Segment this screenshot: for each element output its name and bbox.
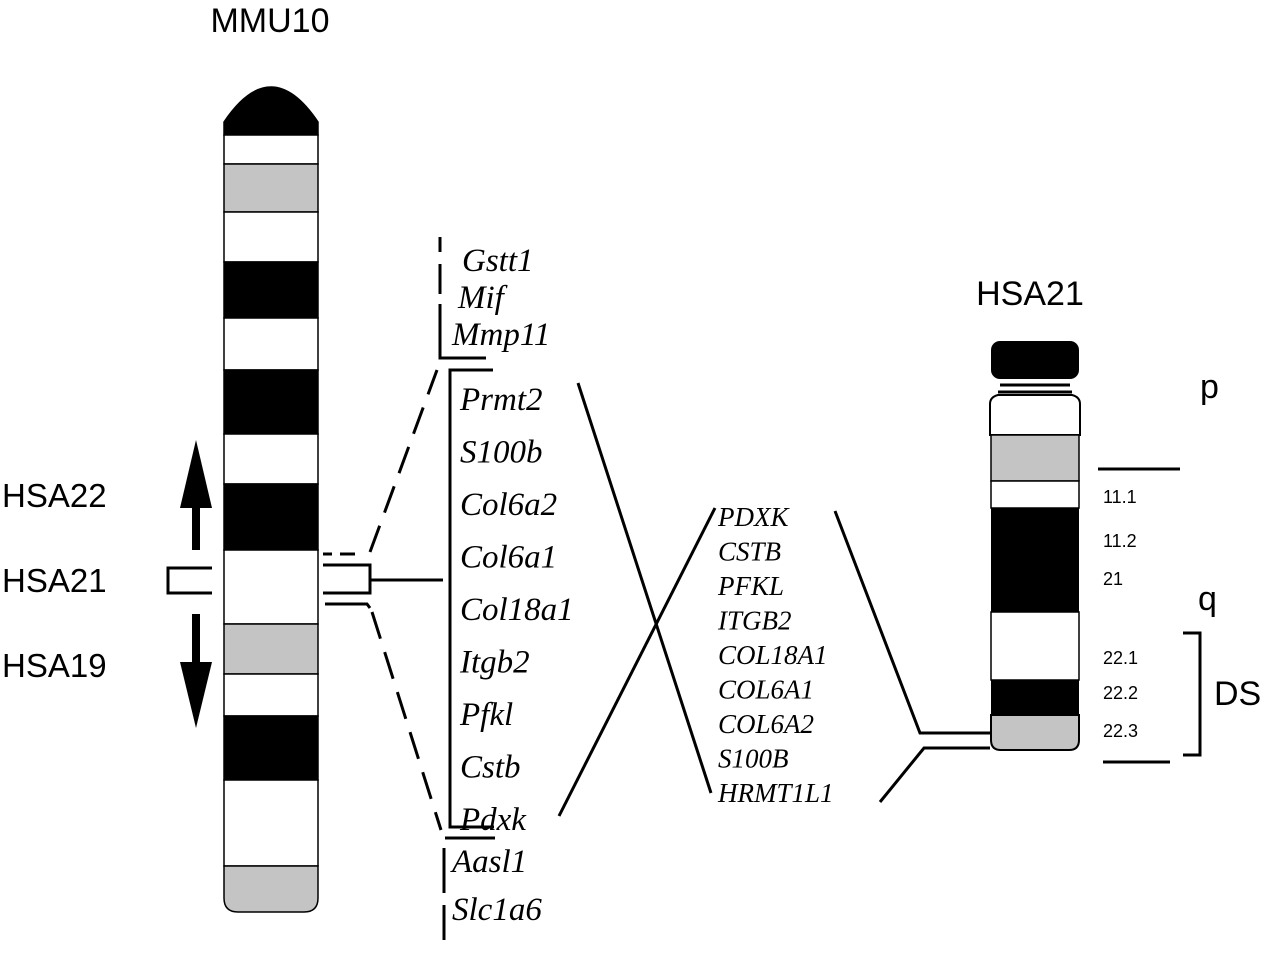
expansion-line-bottom <box>370 611 443 831</box>
band-label: 11.2 <box>1103 531 1137 551</box>
mouse-gene-region: Itgb2 <box>459 645 530 681</box>
mmu10-chromosome <box>223 86 319 913</box>
band-label: 22.2 <box>1103 683 1138 703</box>
mmu10-band <box>223 369 319 435</box>
mouse-gene-upper-flank: Mif <box>457 280 508 316</box>
mouse-gene-upper-flank: Gstt1 <box>462 243 534 279</box>
hsa21-left-bracket <box>166 566 212 595</box>
hsa21-title: HSA21 <box>976 275 1084 313</box>
connector-pdxk <box>833 510 990 735</box>
hsa21-chromosome <box>989 341 1081 751</box>
mmu10-band <box>223 261 319 319</box>
arrow-down-icon <box>180 614 212 728</box>
region-bracket <box>448 368 494 829</box>
mmu10-band <box>223 673 319 717</box>
mmu10-band <box>223 433 319 485</box>
mmu10-band <box>223 483 319 551</box>
mouse-gene-region: Col6a1 <box>460 540 557 576</box>
label-hsa22: HSA22 <box>2 477 107 514</box>
mmu10-band <box>223 865 319 913</box>
human-gene: COL6A1 <box>718 675 814 705</box>
mouse-gene-region: Col6a2 <box>460 487 557 523</box>
mmu10-band <box>223 779 319 867</box>
human-gene: S100B <box>718 744 789 774</box>
mmu10-band <box>223 163 319 213</box>
mmu10-band <box>223 134 319 165</box>
human-gene: COL6A2 <box>718 709 814 739</box>
upper-flank-bracket <box>438 237 486 360</box>
label-hsa21: HSA21 <box>2 562 107 599</box>
human-gene: PFKL <box>717 571 784 601</box>
band-label: 22.1 <box>1103 648 1138 668</box>
arm-label-q: q <box>1198 580 1217 618</box>
mmu-hsa21-bracket <box>323 552 443 609</box>
mouse-gene-lower-flank: Aasl1 <box>450 844 527 880</box>
orientation-line-pdxk <box>557 507 717 817</box>
human-gene: PDXK <box>717 502 790 532</box>
human-gene: ITGB2 <box>717 606 792 636</box>
expansion-line-top <box>368 369 439 553</box>
mouse-gene-region: Col18a1 <box>460 592 574 628</box>
ds-label: DS <box>1214 675 1261 713</box>
mouse-gene-region: Cstb <box>460 750 521 786</box>
mmu10-band <box>223 317 319 371</box>
mmu10-band <box>223 549 319 625</box>
mmu10-band <box>223 86 319 136</box>
mmu10-band <box>223 715 319 781</box>
mouse-gene-region: Pfkl <box>459 697 513 733</box>
human-gene: CSTB <box>718 537 781 567</box>
band-label: 21 <box>1103 569 1123 589</box>
arrow-up-icon <box>180 440 212 550</box>
orientation-line-prmt2 <box>576 382 713 794</box>
mouse-gene-lower-flank: Slc1a6 <box>452 892 542 928</box>
mmu10-band <box>223 623 319 675</box>
band-label: 11.1 <box>1103 487 1137 507</box>
mmu10-band <box>223 211 319 263</box>
mouse-gene-region: Pdxk <box>459 802 527 838</box>
mmu10-title: MMU10 <box>210 2 329 40</box>
human-gene: COL18A1 <box>718 640 828 670</box>
ds-bracket <box>1183 631 1202 757</box>
mouse-gene-region: S100b <box>460 435 543 471</box>
label-hsa19: HSA19 <box>2 647 107 684</box>
band-label: 22.3 <box>1103 721 1138 741</box>
mouse-gene-region: Prmt2 <box>459 382 543 418</box>
human-gene: HRMT1L1 <box>717 778 834 808</box>
connector-hrmt1l1 <box>878 746 990 803</box>
mouse-gene-upper-flank: Mmp11 <box>451 317 550 353</box>
arm-label-p: p <box>1200 368 1219 406</box>
